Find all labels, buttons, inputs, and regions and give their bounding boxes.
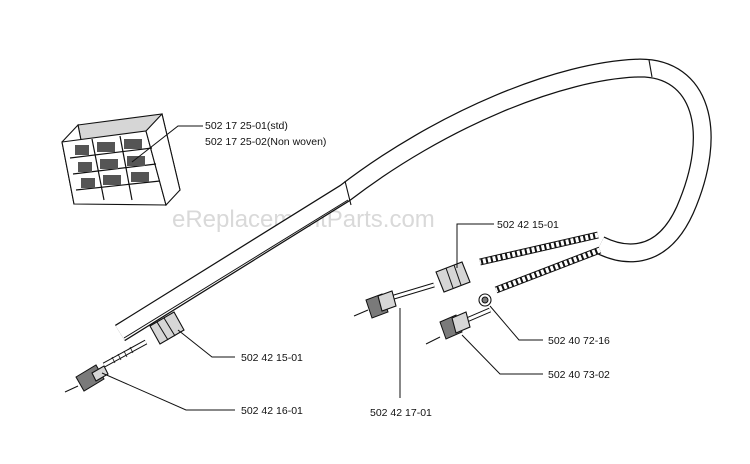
callout-filter-nonwoven: 502 17 25-02(Non woven) — [205, 136, 326, 148]
callout-ferrule-right: 502 42 15-01 — [497, 219, 559, 231]
nipple-left — [64, 339, 148, 393]
spring-cables — [479, 231, 602, 294]
callout-nipple-left: 502 42 16-01 — [241, 405, 303, 417]
callout-filter-std: 502 17 25-01(std) — [205, 120, 288, 132]
callout-nipple-center: 502 42 17-01 — [370, 407, 432, 419]
callout-clip-right: 502 40 72-16 — [548, 335, 610, 347]
cable-sheath — [114, 58, 712, 342]
nipple-center — [353, 282, 435, 319]
ferrule-left — [149, 311, 185, 345]
callout-ferrule-left: 502 42 15-01 — [241, 352, 303, 364]
callout-nipple-right: 502 40 73-02 — [548, 369, 610, 381]
clip-right — [478, 293, 492, 307]
nipple-right — [425, 307, 491, 345]
air-filter — [61, 112, 181, 207]
ferrule-right — [435, 261, 471, 293]
leader-lines — [101, 125, 543, 411]
